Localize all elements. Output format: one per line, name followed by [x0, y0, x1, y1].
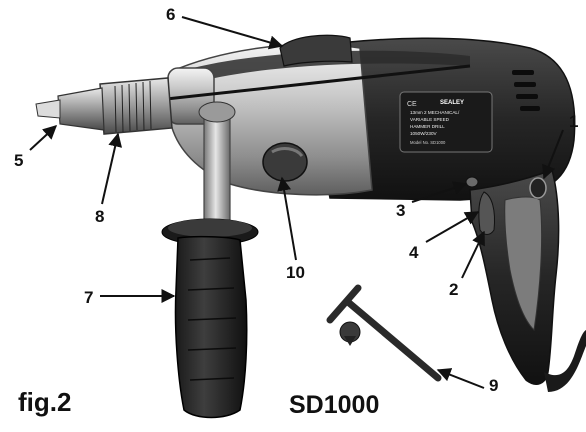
arrow-5: [29, 125, 58, 151]
model-label: SD1000: [289, 391, 380, 419]
lock-on-button: [529, 177, 547, 199]
motor-vents: [512, 70, 540, 111]
svg-text:VARIABLE SPEED: VARIABLE SPEED: [410, 117, 450, 122]
figure-label: fig.2: [18, 387, 72, 417]
callout-7: 7: [84, 288, 94, 307]
svg-text:HAMMER DRILL: HAMMER DRILL: [410, 124, 445, 129]
callout-10: 10: [286, 263, 305, 282]
svg-text:CE: CE: [407, 101, 417, 108]
grip-ribs: [187, 257, 237, 381]
svg-text:1050W/230V: 1050W/230V: [410, 131, 437, 136]
chuck-jaws: [57, 87, 105, 131]
callout-3: 3: [396, 201, 406, 220]
chuck-knurling: [114, 80, 152, 133]
arrow-10: [277, 176, 297, 261]
arrow-1: [542, 129, 564, 180]
power-cable: [544, 330, 586, 392]
arrow-4: [425, 211, 480, 243]
callout-8: 8: [95, 207, 105, 226]
depth-rod: [119, 64, 471, 106]
plate-brand: SEALEY: [440, 100, 464, 106]
aux-handle-post: [203, 111, 231, 231]
arrow-6: [181, 16, 284, 50]
arrow-8: [101, 132, 123, 205]
mode-selector-switch: [279, 34, 353, 67]
svg-text:✱: ✱: [558, 334, 570, 350]
svg-text:13mm 2 MECHANICAL/: 13mm 2 MECHANICAL/: [410, 110, 460, 115]
callout-1: 1: [569, 112, 579, 131]
callout-2: 2: [449, 280, 459, 299]
callout-arrows: [29, 16, 564, 389]
arrow-3: [411, 181, 468, 203]
rating-plate: CE SEALEY 13mm 2 MECHANICAL/ VARIABLE SP…: [399, 91, 493, 153]
trigger: [478, 191, 495, 235]
callout-5: 5: [14, 151, 24, 170]
arrow-2: [461, 230, 485, 279]
chuck-key: [326, 284, 442, 382]
callout-9: 9: [489, 376, 499, 395]
reverse-switch: [465, 176, 479, 188]
svg-text:Model No. SD1000: Model No. SD1000: [410, 140, 446, 145]
callout-4: 4: [409, 243, 419, 262]
callout-6: 6: [166, 5, 176, 24]
auxiliary-handle: [174, 235, 248, 419]
arrow-9: [436, 368, 485, 389]
